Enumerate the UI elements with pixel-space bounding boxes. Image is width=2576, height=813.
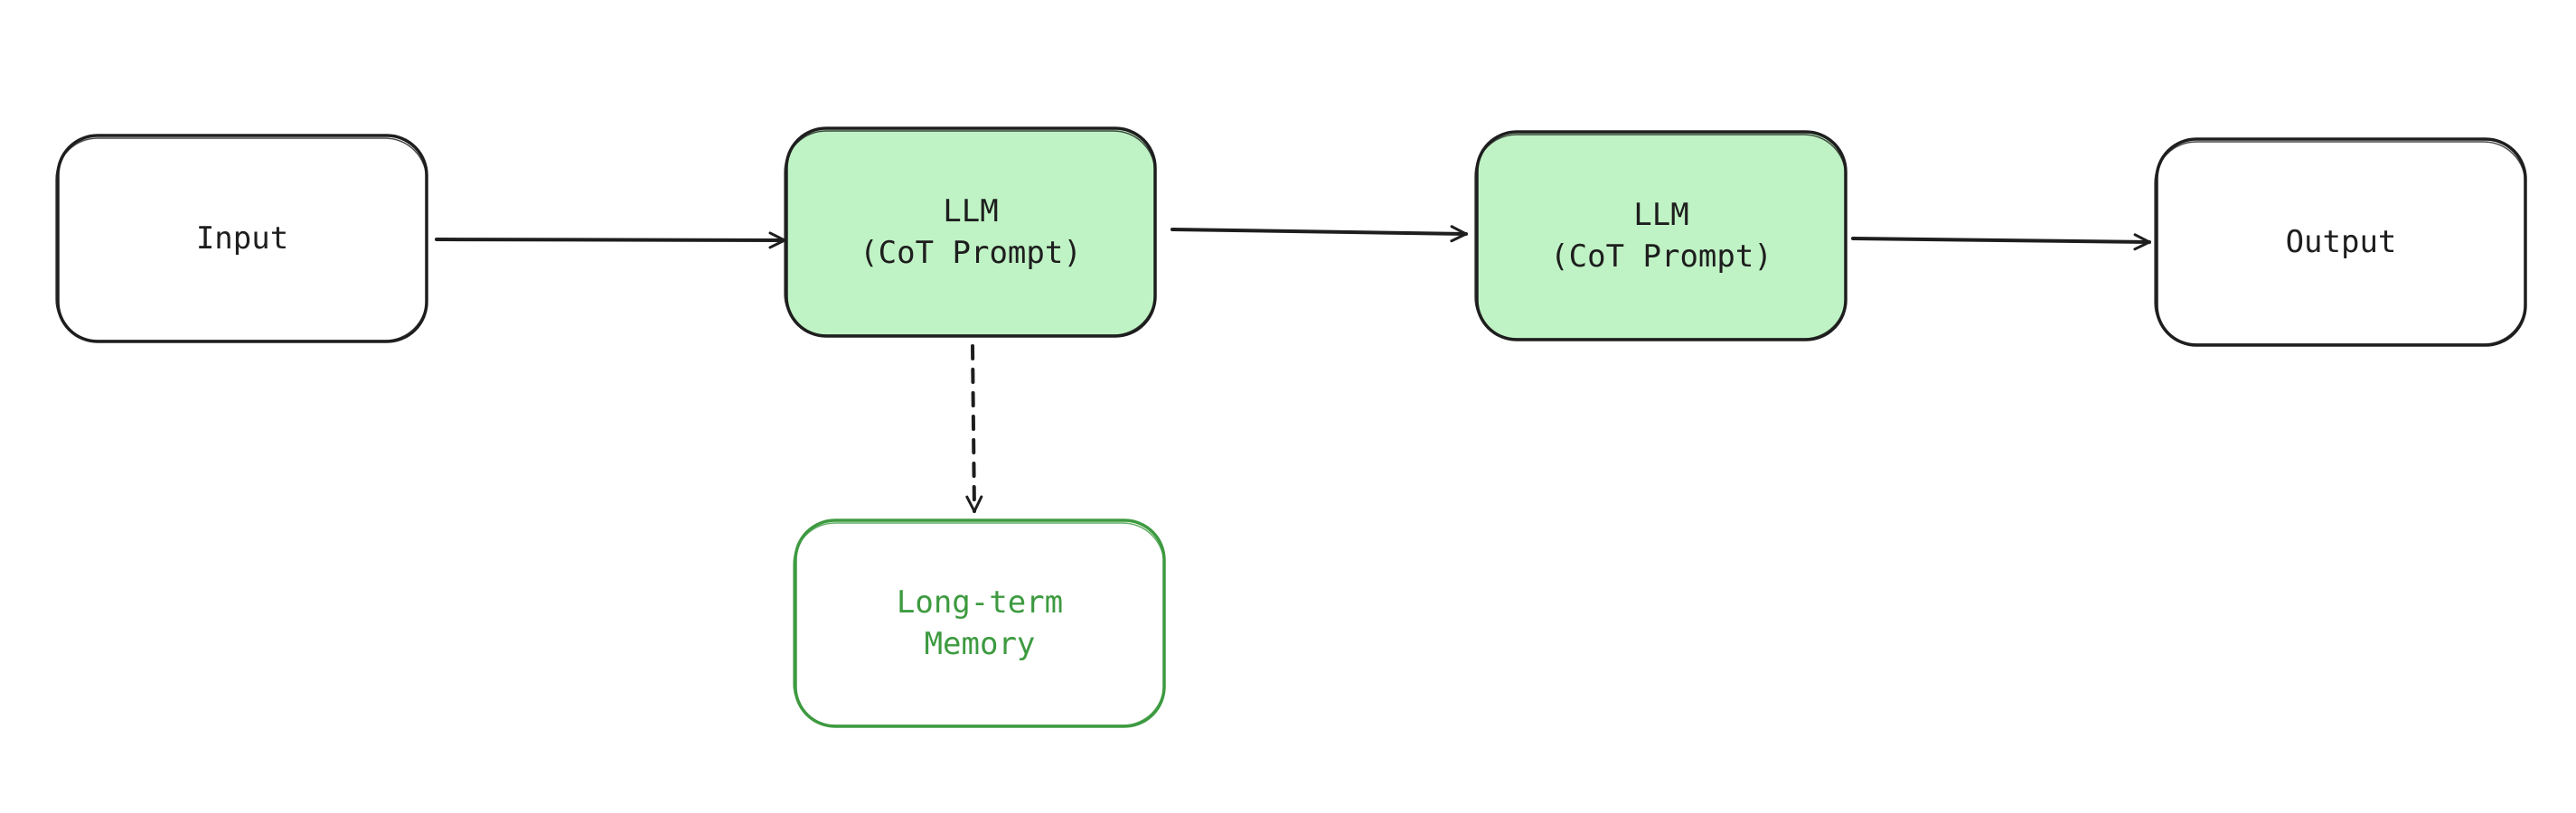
output-node <box>2154 137 2527 347</box>
memory-node <box>793 519 1166 728</box>
edge-input-to-llm1 <box>435 231 786 249</box>
llm-node-2 <box>1474 130 1847 341</box>
edge-llm1-to-llm2 <box>1170 225 1468 243</box>
input-node <box>55 134 428 343</box>
llm-node-1 <box>784 126 1157 338</box>
edge-llm2-to-output <box>1851 233 2151 251</box>
edge-llm1-to-memory <box>965 344 983 513</box>
